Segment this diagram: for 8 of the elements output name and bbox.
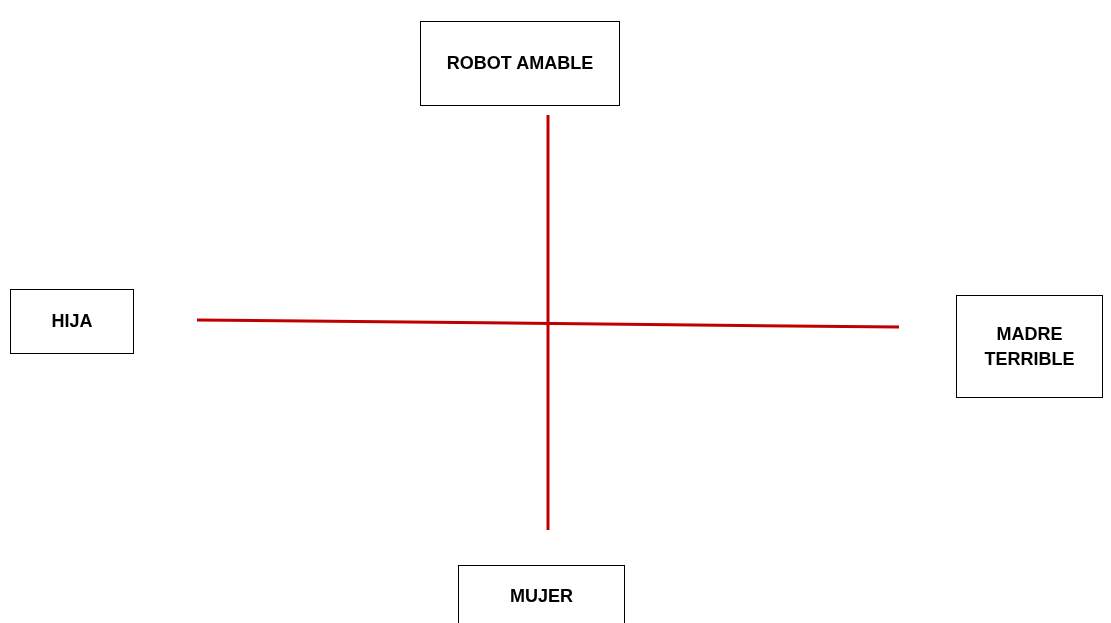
concept-box [458, 565, 625, 623]
concept-box [10, 289, 134, 354]
concept-box [956, 295, 1103, 398]
concept-label: ROBOT AMABLE [446, 52, 594, 76]
concept-label: HIJA [51, 310, 93, 334]
concept-box [420, 21, 620, 106]
concept-label: MADRE TERRIBLE [983, 323, 1076, 371]
concept-label: MUJER [510, 585, 573, 608]
